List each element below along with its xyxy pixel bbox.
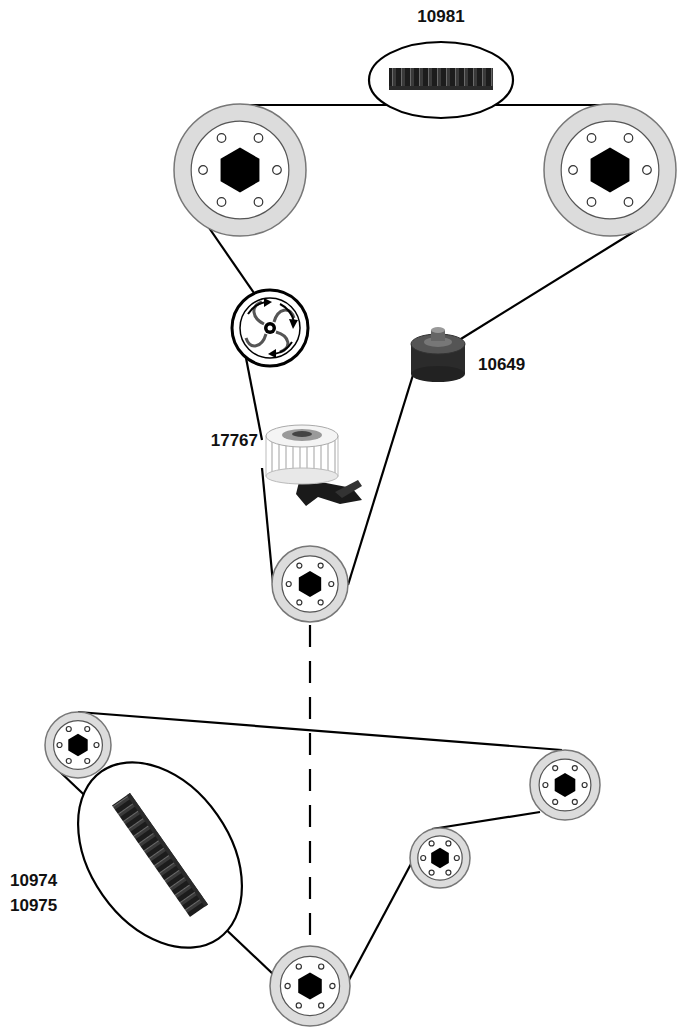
- pulley: [270, 946, 350, 1026]
- belt-sample: [44, 731, 276, 978]
- pulley: [530, 750, 600, 820]
- belt-sample: [369, 42, 513, 118]
- pulley: [410, 828, 470, 888]
- pulley: [45, 712, 111, 778]
- callout-number: 10975: [10, 897, 57, 916]
- tensioner-roller: [266, 425, 362, 506]
- water-pump: [232, 290, 308, 366]
- pulley: [544, 104, 676, 236]
- pulley: [174, 104, 306, 236]
- callout-number: 17767: [211, 432, 258, 451]
- pulley: [272, 546, 348, 622]
- idler-roller: [411, 327, 465, 382]
- callout-number: 10649: [478, 356, 525, 375]
- callout-number: 10974: [10, 872, 57, 891]
- callout-number: 10981: [417, 8, 464, 27]
